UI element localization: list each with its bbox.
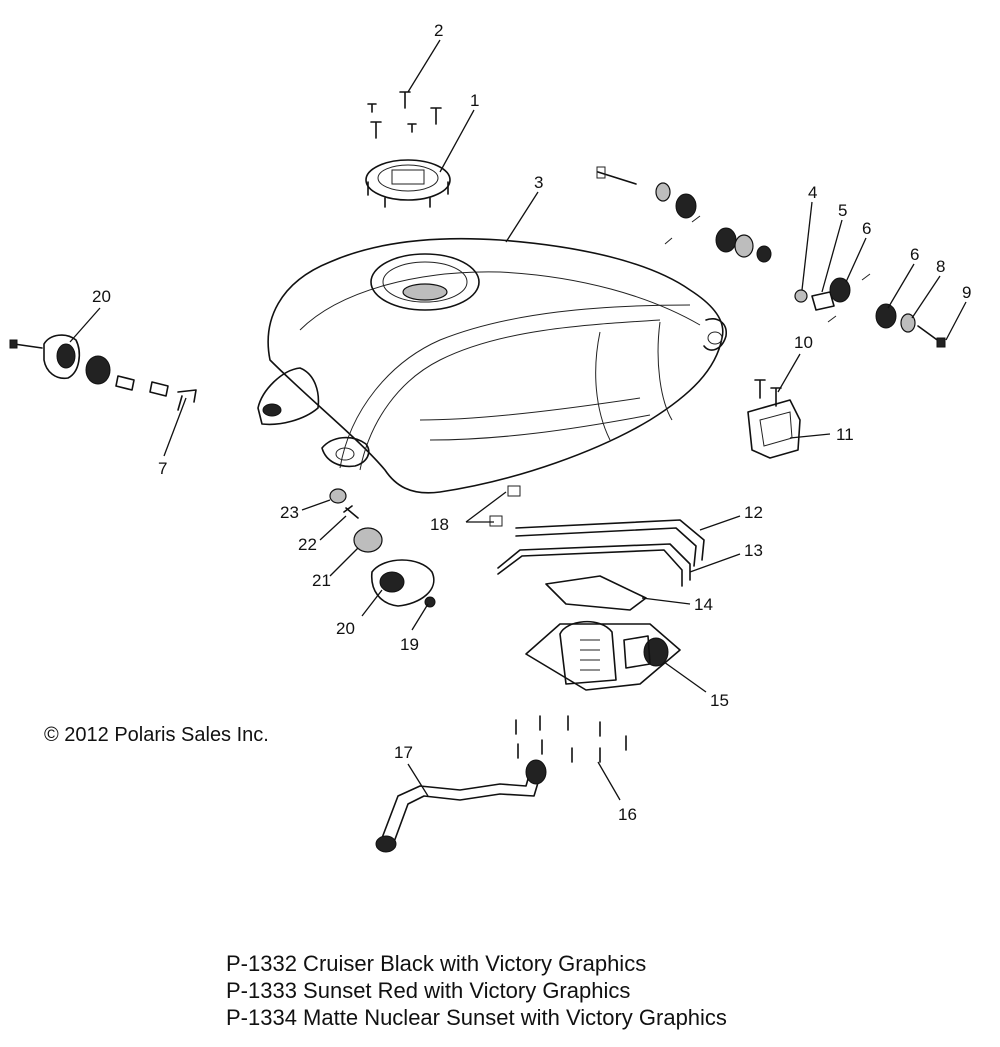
callout-23: 23 [280,503,299,522]
callout-4: 4 [808,183,817,202]
copyright-notice: © 2012 Polaris Sales Inc. [44,724,269,746]
fuel-tank [257,237,727,494]
pump-gasket [545,575,647,611]
callout-22: 22 [298,535,317,554]
callout-1: 1 [470,91,479,110]
front-mount-hardware [596,166,946,348]
vent-hoses [489,485,705,587]
callout-5: 5 [838,201,847,220]
callout-12: 12 [744,503,763,522]
callout-18: 18 [430,515,449,534]
fuel-cap-screws [367,91,442,139]
variant-line-1: P-1332 Cruiser Black with Victory Graphi… [226,951,647,976]
variant-line-2: P-1333 Sunset Red with Victory Graphics [226,978,631,1003]
fuel-pump-assembly [525,620,681,691]
callout-20: 20 [92,287,111,306]
rear-mount-hardware [9,334,197,411]
pump-screws [515,715,627,763]
callout-19: 19 [400,635,419,654]
fuel-line [375,759,547,853]
callout-3: 3 [534,173,543,192]
variant-list: P-1332 Cruiser Black with Victory Graphi… [226,950,727,1031]
callout-21: 21 [312,571,331,590]
grommet-set [329,488,436,608]
callout-16: 16 [618,805,637,824]
callout-13: 13 [744,541,763,560]
callout-9: 9 [962,283,971,302]
callout-10: 10 [794,333,813,352]
callout-17: 17 [394,743,413,762]
callout-2: 2 [434,21,443,40]
leader-lines [69,39,967,801]
callout-11: 11 [836,425,854,444]
callout-15: 15 [710,691,729,710]
callout-8: 8 [936,257,945,276]
callout-6: 6 [862,219,871,238]
fuel-cap-ring [365,159,451,208]
callout-14: 14 [694,595,713,614]
callout-7: 7 [158,459,167,478]
callout-20b: 20 [336,619,355,638]
callout-6b: 6 [910,245,919,264]
mounting-bracket [747,379,801,459]
variant-line-3: P-1334 Matte Nuclear Sunset with Victory… [226,1005,727,1030]
